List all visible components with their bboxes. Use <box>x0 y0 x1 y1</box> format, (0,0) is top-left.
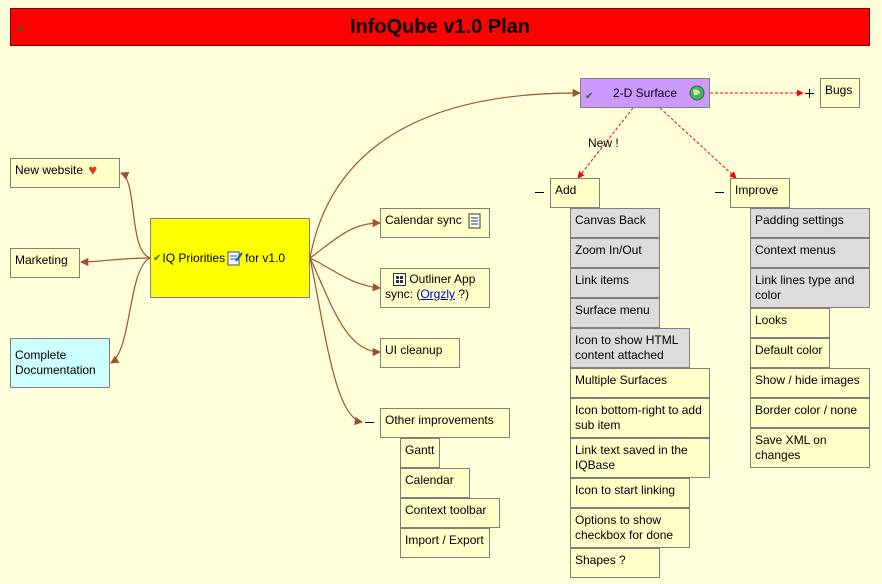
link-center-website <box>120 171 151 259</box>
node-new-website[interactable]: New website ♥ <box>10 158 120 188</box>
node-label: Link lines type and color <box>755 273 855 302</box>
link-center-outliner <box>309 257 382 292</box>
node-label: Padding settings <box>755 213 844 227</box>
minus-icon[interactable] <box>365 422 374 423</box>
node-outliner-app[interactable]: Outliner App sync: (Orgzly ?) <box>380 268 490 308</box>
node-label: Context menus <box>755 243 836 257</box>
add-item-checkbox-done[interactable]: Options to show checkbox for done <box>570 508 690 548</box>
node-gantt[interactable]: Gantt <box>400 438 440 468</box>
add-item-start-linking[interactable]: Icon to start linking <box>570 478 690 508</box>
node-label: Zoom In/Out <box>575 243 642 257</box>
node-label-suffix: for v1.0 <box>245 250 286 265</box>
link-center-calendar-sync <box>309 218 382 259</box>
node-marketing[interactable]: Marketing <box>10 248 80 278</box>
link-center-marketing <box>79 257 151 267</box>
node-label: Border color / none <box>755 403 858 417</box>
node-import-export[interactable]: Import / Export <box>400 528 490 558</box>
link-surface-improve <box>659 107 737 179</box>
node-label: Icon to start linking <box>575 483 676 497</box>
node-calendar[interactable]: Calendar <box>400 468 470 498</box>
node-label: Options to show checkbox for done <box>575 513 674 542</box>
page-title: InfoQube v1.0 Plan <box>349 15 531 38</box>
node-label: Marketing <box>15 253 68 267</box>
title-bar: ✔ InfoQube v1.0 Plan <box>10 8 870 46</box>
link-center-surface <box>309 88 582 259</box>
node-add[interactable]: Add <box>550 178 600 208</box>
add-item-zoom[interactable]: Zoom In/Out <box>570 238 660 268</box>
link-center-other <box>309 257 364 426</box>
node-label: 2-D Surface <box>613 86 678 100</box>
link-center-documentation <box>110 257 151 364</box>
check-icon: ✔ <box>153 252 162 264</box>
add-item-link-items[interactable]: Link items <box>570 268 660 298</box>
node-complete-documentation[interactable]: Complete Documentation <box>10 338 110 388</box>
improve-item-looks[interactable]: Looks <box>750 308 830 338</box>
node-iq-priorities[interactable]: ✔ IQ Priorities for v1.0 <box>150 218 310 298</box>
node-improve[interactable]: Improve <box>730 178 790 208</box>
node-label: New website <box>15 163 84 177</box>
node-label: Multiple Surfaces <box>575 373 668 387</box>
node-ui-cleanup[interactable]: UI cleanup <box>380 338 460 368</box>
node-label: Icon bottom-right to add sub item <box>575 403 702 432</box>
node-label: Shapes ? <box>575 553 626 567</box>
add-item-canvas-back[interactable]: Canvas Back <box>570 208 660 238</box>
node-label-sync: sync: ( <box>385 287 421 301</box>
node-label: Complete Documentation <box>15 348 96 377</box>
heart-icon: ♥ <box>88 162 98 180</box>
add-item-shapes[interactable]: Shapes ? <box>570 548 660 578</box>
node-label: Link items <box>575 273 630 287</box>
node-label: Show / hide images <box>755 373 860 387</box>
node-label: Icon to show HTML content attached <box>575 333 678 362</box>
note-icon <box>227 251 243 266</box>
plus-icon[interactable] <box>805 93 814 94</box>
new-edge-label: New ! <box>588 136 619 150</box>
node-label: Outliner App <box>409 272 476 286</box>
add-item-sub-item-icon[interactable]: Icon bottom-right to add sub item <box>570 398 710 438</box>
node-label: Add <box>555 183 577 197</box>
node-label: IQ Priorities <box>162 250 226 265</box>
node-label: Gantt <box>405 443 435 457</box>
node-label: Calendar <box>405 473 454 487</box>
node-label: Surface menu <box>575 303 650 317</box>
improve-item-padding[interactable]: Padding settings <box>750 208 870 238</box>
add-item-html-icon[interactable]: Icon to show HTML content attached <box>570 328 690 368</box>
node-label: Default color <box>755 343 823 357</box>
improve-item-border-color[interactable]: Border color / none <box>750 398 870 428</box>
node-label: Save XML on changes <box>755 433 827 462</box>
node-label: Context toolbar <box>405 503 487 517</box>
check-icon: ✔ <box>585 91 594 102</box>
node-label-suffix: ?) <box>455 287 470 301</box>
node-label: Improve <box>735 183 779 197</box>
add-item-link-text[interactable]: Link text saved in the IQBase <box>570 438 710 478</box>
minus-icon[interactable] <box>715 192 724 193</box>
add-item-surface-menu[interactable]: Surface menu <box>570 298 660 328</box>
minus-icon[interactable] <box>535 192 544 193</box>
improve-item-show-hide-images[interactable]: Show / hide images <box>750 368 870 398</box>
improve-item-link-lines[interactable]: Link lines type and color <box>750 268 870 308</box>
globe-icon <box>689 85 705 101</box>
node-2d-surface[interactable]: ✔ 2-D Surface <box>580 78 710 108</box>
node-label: Import / Export <box>405 533 484 547</box>
document-icon <box>468 213 481 229</box>
improve-item-default-color[interactable]: Default color <box>750 338 830 368</box>
add-item-multiple-surfaces[interactable]: Multiple Surfaces <box>570 368 710 398</box>
node-label: Calendar sync <box>385 213 462 228</box>
node-label: Link text saved in the IQBase <box>575 443 688 472</box>
node-bugs[interactable]: Bugs <box>820 78 860 108</box>
improve-item-context-menus[interactable]: Context menus <box>750 238 870 268</box>
link-center-ui-cleanup <box>309 257 382 357</box>
node-label: Canvas Back <box>575 213 646 227</box>
outliner-icon <box>393 273 406 287</box>
node-context-toolbar[interactable]: Context toolbar <box>400 498 500 528</box>
node-label: Looks <box>755 313 788 327</box>
orgzly-link[interactable]: Orgzly <box>420 287 456 301</box>
node-other-improvements[interactable]: Other improvements <box>380 408 510 438</box>
node-label: Other improvements <box>385 413 494 427</box>
improve-item-save-xml[interactable]: Save XML on changes <box>750 428 870 468</box>
check-icon: ✔ <box>16 23 26 35</box>
node-label: UI cleanup <box>385 343 443 357</box>
node-label: Bugs <box>825 83 853 97</box>
node-calendar-sync[interactable]: Calendar sync <box>380 208 490 238</box>
